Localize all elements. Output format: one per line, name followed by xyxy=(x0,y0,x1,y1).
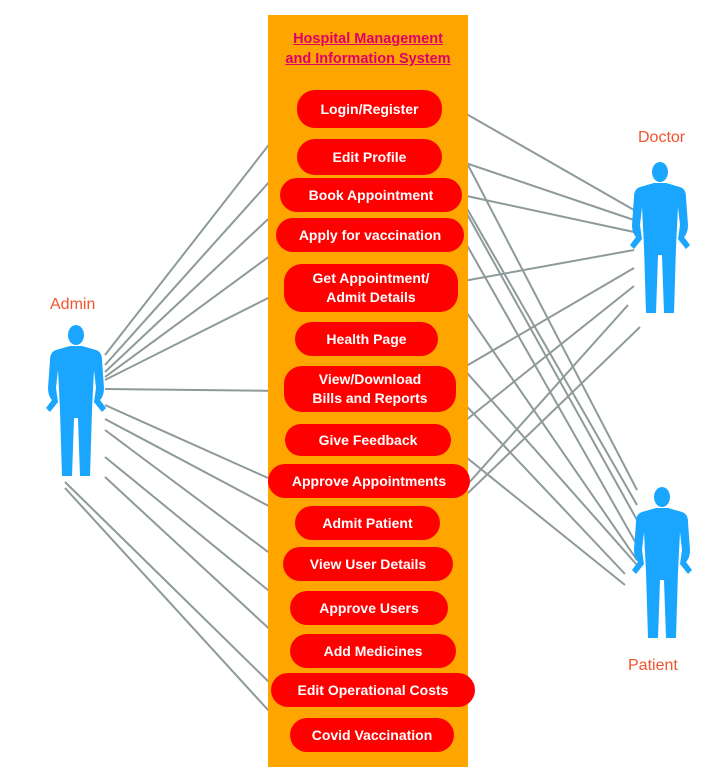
association-line xyxy=(457,249,635,283)
use-case-approve-users: Approve Users xyxy=(290,591,448,625)
association-line xyxy=(455,267,635,373)
association-line xyxy=(441,114,638,491)
association-line xyxy=(441,164,638,506)
association-line xyxy=(64,481,274,687)
association-line xyxy=(455,394,626,575)
use-case-admit-patient: Admit Patient xyxy=(295,506,440,540)
use-case-edit-profile: Edit Profile xyxy=(297,139,442,175)
use-case-edit-operational-costs: Edit Operational Costs xyxy=(271,673,475,707)
association-line xyxy=(104,109,297,356)
association-line xyxy=(104,476,291,649)
association-line xyxy=(441,154,635,221)
system-title-line-1: Hospital Management xyxy=(293,31,443,47)
actor-label-patient: Patient xyxy=(628,657,678,674)
use-case-login-register: Login/Register xyxy=(297,90,442,128)
use-case-give-feedback: Give Feedback xyxy=(285,424,451,456)
association-line xyxy=(461,194,635,233)
actor-label-doctor: Doctor xyxy=(638,129,686,146)
system-title: Hospital Management and Information Syst… xyxy=(268,29,468,69)
association-line xyxy=(463,239,638,546)
actor-label-admin: Admin xyxy=(50,296,96,313)
association-line xyxy=(450,285,635,433)
association-line xyxy=(104,289,285,381)
use-case-health-page: Health Page xyxy=(295,322,438,356)
association-line xyxy=(457,304,629,496)
use-case-book-appointment: Book Appointment xyxy=(280,178,462,212)
association-line xyxy=(64,487,291,735)
use-case-covid-vaccination: Covid Vaccination xyxy=(290,718,454,752)
use-case-get-appointment-admit-details: Get Appointment/ Admit Details xyxy=(284,264,458,312)
use-case-apply-for-vaccination: Apply for vaccination xyxy=(276,218,464,252)
use-case-view-user-details: View User Details xyxy=(283,547,453,581)
association-line xyxy=(104,456,291,609)
association-line xyxy=(104,404,269,479)
association-line xyxy=(450,444,626,586)
doctor-actor-icon xyxy=(630,162,690,313)
admin-actor-icon xyxy=(46,325,106,476)
association-line xyxy=(441,99,635,211)
association-line xyxy=(104,388,285,392)
association-line xyxy=(104,151,297,366)
association-line xyxy=(104,249,279,378)
patient-actor-icon xyxy=(632,487,692,638)
association-line xyxy=(104,429,284,564)
system-title-line-2: and Information System xyxy=(285,51,451,67)
association-line xyxy=(461,204,638,521)
association-line xyxy=(457,299,638,561)
association-line xyxy=(104,418,296,521)
association-line xyxy=(439,326,641,521)
association-line xyxy=(104,207,281,373)
use-case-view-download-bills-reports: View/Download Bills and Reports xyxy=(284,366,456,412)
use-case-approve-appointments: Approve Appointments xyxy=(268,464,470,498)
use-case-add-medicines: Add Medicines xyxy=(290,634,456,668)
association-line xyxy=(437,339,638,566)
